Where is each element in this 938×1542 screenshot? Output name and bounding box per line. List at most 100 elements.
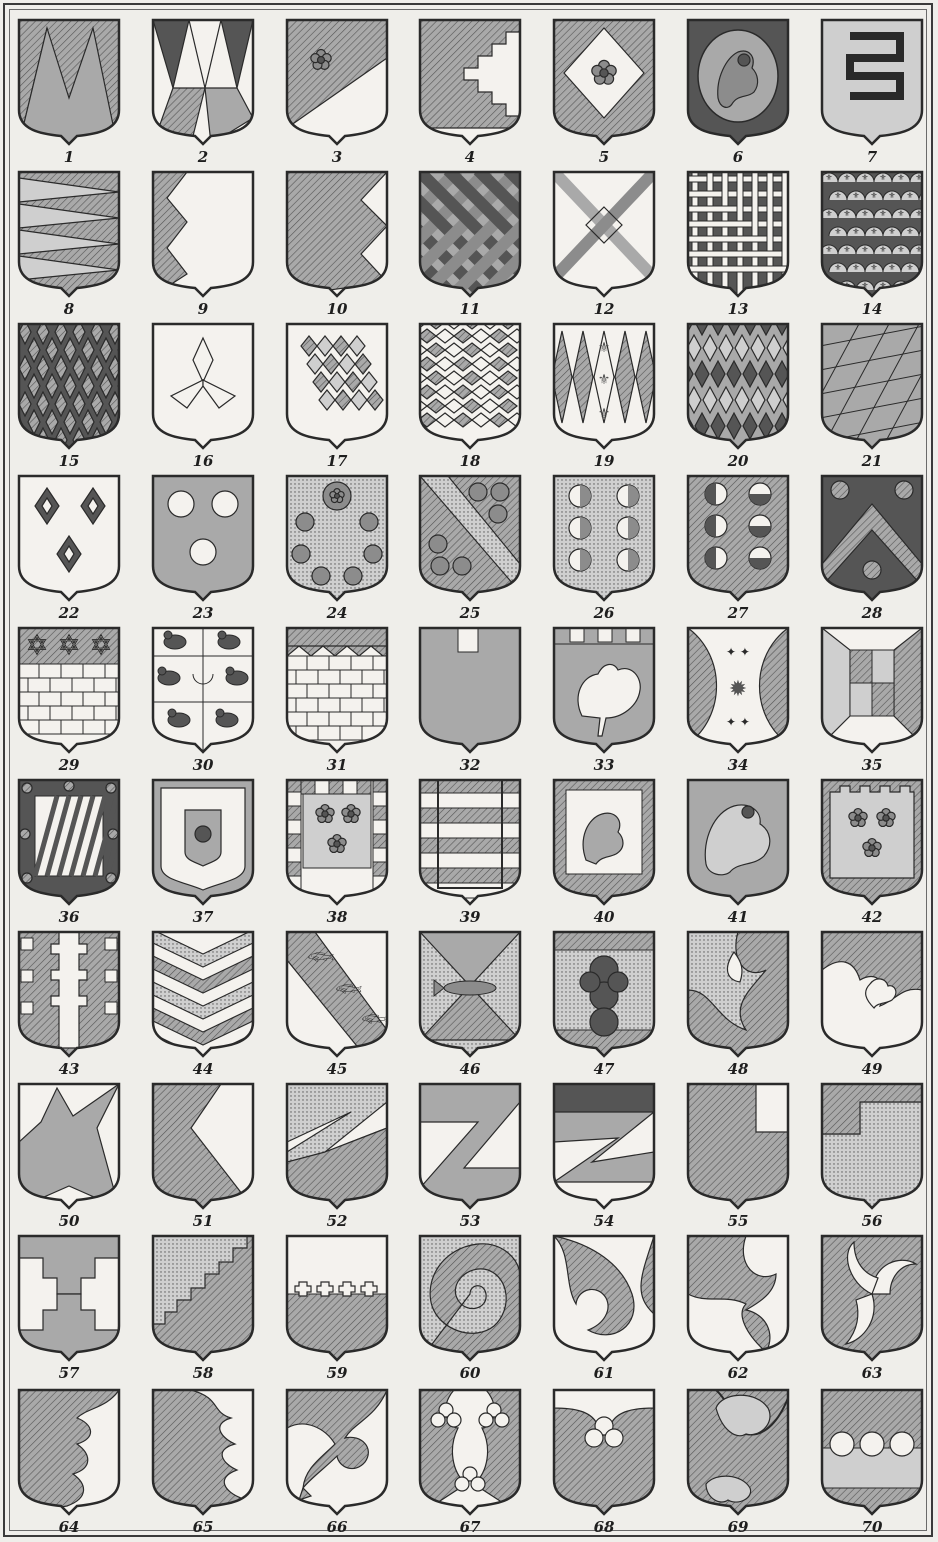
shield-number-label: 4 — [415, 148, 525, 166]
shield-number-label: 50 — [14, 1212, 124, 1230]
shield-17-icon — [285, 322, 395, 462]
shield-55-icon — [686, 1082, 796, 1222]
shield-4-icon — [418, 18, 528, 158]
shield-number-label: 20 — [683, 452, 793, 470]
svg-text:⚜: ⚜ — [879, 209, 886, 218]
shield-65-icon — [151, 1388, 261, 1528]
svg-text:⚜: ⚜ — [825, 245, 832, 254]
shield-68-icon — [552, 1388, 662, 1528]
shield-number-label: 13 — [683, 300, 793, 318]
shield-number-label: 26 — [549, 604, 659, 622]
shield-number-label: 36 — [14, 908, 124, 926]
shield-52-icon — [285, 1082, 395, 1222]
shield-number-label: 10 — [282, 300, 392, 318]
svg-text:⚜: ⚜ — [888, 263, 895, 272]
svg-text:⚜: ⚜ — [870, 191, 877, 200]
shield-30-icon — [151, 626, 261, 766]
shield-46-icon — [418, 930, 528, 1070]
shield-number-label: 39 — [415, 908, 525, 926]
shield-23-icon — [151, 474, 261, 614]
shield-number-label: 44 — [148, 1060, 258, 1078]
svg-text:✡: ✡ — [58, 631, 80, 661]
svg-text:✦ ✦: ✦ ✦ — [726, 715, 750, 729]
svg-text:⚜: ⚜ — [834, 227, 841, 236]
shield-61-icon — [552, 1234, 662, 1374]
shield-number-label: 8 — [14, 300, 124, 318]
shield-number-label: 45 — [282, 1060, 392, 1078]
svg-text:⚜: ⚜ — [888, 191, 895, 200]
svg-text:⚜: ⚜ — [897, 173, 904, 182]
shield-48-icon — [686, 930, 796, 1070]
shield-number-label: 66 — [282, 1518, 392, 1536]
shield-10-icon — [285, 170, 395, 310]
shield-39-icon — [418, 778, 528, 918]
svg-text:⚜: ⚜ — [825, 173, 832, 182]
shield-70-icon — [820, 1388, 930, 1528]
svg-text:⚜: ⚜ — [834, 263, 841, 272]
shield-number-label: 60 — [415, 1364, 525, 1382]
shield-number-label: 17 — [282, 452, 392, 470]
shield-25-icon — [418, 474, 528, 614]
shield-number-label: 5 — [549, 148, 659, 166]
svg-text:⚜: ⚜ — [888, 227, 895, 236]
shield-7-icon — [820, 18, 930, 158]
shield-13-icon — [686, 170, 796, 310]
svg-text:⚜: ⚜ — [906, 227, 913, 236]
shield-56-icon — [820, 1082, 930, 1222]
shield-number-label: 27 — [683, 604, 793, 622]
svg-text:⚜: ⚜ — [906, 191, 913, 200]
shield-number-label: 64 — [14, 1518, 124, 1536]
shield-number-label: 59 — [282, 1364, 392, 1382]
shield-number-label: 32 — [415, 756, 525, 774]
svg-text:⚜: ⚜ — [852, 191, 859, 200]
svg-text:⚜: ⚜ — [897, 209, 904, 218]
shield-number-label: 43 — [14, 1060, 124, 1078]
shield-number-label: 49 — [817, 1060, 927, 1078]
shield-number-label: 61 — [549, 1364, 659, 1382]
shield-number-label: 65 — [148, 1518, 258, 1536]
shield-67-icon — [418, 1388, 528, 1528]
shield-number-label: 37 — [148, 908, 258, 926]
svg-text:⚜: ⚜ — [861, 245, 868, 254]
shield-35-icon — [820, 626, 930, 766]
svg-text:⚜: ⚜ — [861, 173, 868, 182]
shield-63-icon — [820, 1234, 930, 1374]
svg-text:⚜: ⚜ — [906, 263, 913, 272]
shield-number-label: 58 — [148, 1364, 258, 1382]
shield-57-icon — [17, 1234, 127, 1374]
shield-60-icon — [418, 1234, 528, 1374]
shield-47-icon — [552, 930, 662, 1070]
shield-number-label: 7 — [817, 148, 927, 166]
shield-12-icon — [552, 170, 662, 310]
shield-29-icon: ✡✡✡ — [17, 626, 127, 766]
shield-34-icon: ✦ ✦✹✦ ✦ — [686, 626, 796, 766]
shield-51-icon — [151, 1082, 261, 1222]
shield-44-icon — [151, 930, 261, 1070]
shield-number-label: 3 — [282, 148, 392, 166]
shield-32-icon — [418, 626, 528, 766]
svg-text:⚜: ⚜ — [598, 406, 611, 422]
shield-number-label: 33 — [549, 756, 659, 774]
svg-text:⚜: ⚜ — [843, 245, 850, 254]
shield-54-icon — [552, 1082, 662, 1222]
shield-14-icon: ⚜⚜⚜⚜⚜⚜⚜⚜⚜⚜⚜⚜⚜⚜⚜⚜⚜⚜⚜⚜⚜⚜⚜⚜⚜⚜⚜⚜⚜⚜⚜⚜⚜⚜⚜⚜⚜⚜⚜⚜… — [820, 170, 930, 310]
shield-number-label: 31 — [282, 756, 392, 774]
shield-37-icon — [151, 778, 261, 918]
shield-number-label: 2 — [148, 148, 258, 166]
svg-text:⚜: ⚜ — [834, 191, 841, 200]
shield-41-icon — [686, 778, 796, 918]
svg-text:⚜: ⚜ — [870, 263, 877, 272]
shield-40-icon — [552, 778, 662, 918]
shield-number-label: 11 — [415, 300, 525, 318]
shield-number-label: 70 — [817, 1518, 927, 1536]
shield-number-label: 30 — [148, 756, 258, 774]
svg-text:⚜: ⚜ — [598, 372, 611, 388]
shield-number-label: 21 — [817, 452, 927, 470]
shield-number-label: 53 — [415, 1212, 525, 1230]
shield-9-icon — [151, 170, 261, 310]
shield-number-label: 14 — [817, 300, 927, 318]
shield-27-icon — [686, 474, 796, 614]
shield-number-label: 23 — [148, 604, 258, 622]
shield-15-icon — [17, 322, 127, 462]
